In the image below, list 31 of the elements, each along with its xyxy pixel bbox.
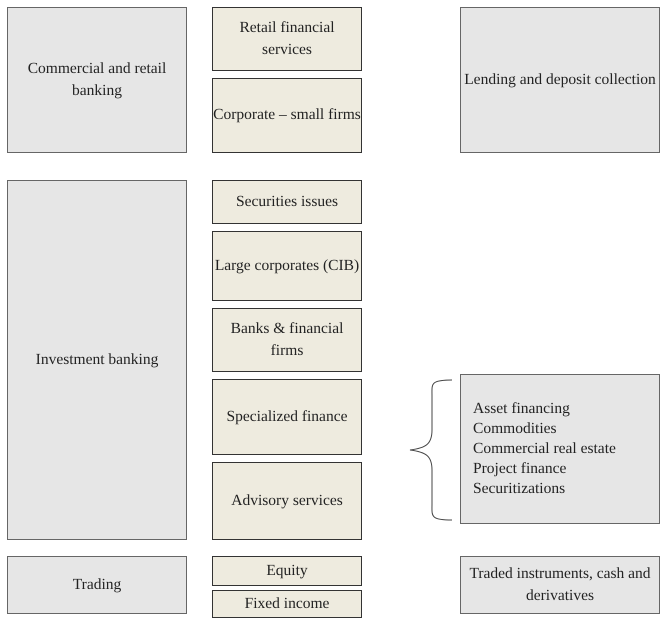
segment-box bbox=[212, 231, 362, 301]
segment-box bbox=[212, 556, 362, 586]
list-item: Asset financing bbox=[473, 398, 570, 419]
segment-box bbox=[212, 590, 362, 618]
list-item: Commercial real estate bbox=[473, 438, 616, 459]
segment-box bbox=[212, 78, 362, 153]
list-item: Project finance bbox=[473, 459, 566, 480]
box-label: Lending and deposit collection bbox=[464, 70, 656, 90]
segment-box bbox=[212, 180, 362, 224]
activity-box bbox=[460, 556, 660, 614]
box-label: Equity bbox=[266, 560, 308, 581]
box-label: Securities issues bbox=[236, 192, 338, 212]
segment-box bbox=[212, 7, 362, 71]
box-label: Commercial and retail banking bbox=[26, 58, 168, 101]
box-label: Traded instruments, cash and derivatives bbox=[468, 564, 652, 606]
list-item: Securitizations bbox=[473, 479, 566, 500]
activity-box bbox=[460, 7, 660, 153]
box-label: Specialized finance bbox=[226, 406, 348, 427]
box-label: Trading bbox=[72, 574, 122, 595]
segment-box bbox=[212, 462, 362, 540]
box-label: Investment banking bbox=[36, 350, 158, 370]
list-item: Commodities bbox=[473, 418, 557, 439]
segment-box bbox=[212, 308, 362, 372]
box-label: Fixed income bbox=[244, 594, 330, 614]
box-label: Retail financial services bbox=[238, 18, 336, 60]
activity-box bbox=[460, 374, 660, 524]
box-label: Banks & financial firms bbox=[230, 318, 344, 361]
box-label: Advisory services bbox=[231, 490, 343, 511]
box-label: Large corporates (CIB) bbox=[214, 256, 360, 276]
segment-box bbox=[212, 379, 362, 455]
box-label: Corporate – small firms bbox=[213, 105, 361, 126]
